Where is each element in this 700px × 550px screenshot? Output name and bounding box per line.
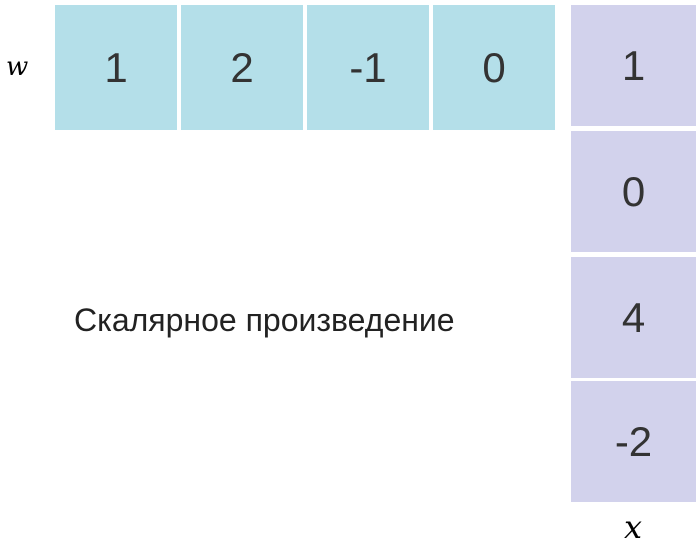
w-cell-4: 0	[433, 5, 555, 130]
x-vector-label: x	[624, 508, 643, 546]
w-cell-3: -1	[307, 5, 429, 130]
x-cell-4: -2	[571, 381, 696, 502]
x-cell-3: 4	[571, 257, 696, 378]
w-cell-1: 1	[55, 5, 177, 130]
w-vector-label: w	[6, 52, 29, 82]
x-cell-1: 1	[571, 5, 696, 126]
w-cell-2: 2	[181, 5, 303, 130]
x-cell-2: 0	[571, 131, 696, 252]
dot-product-caption: Скалярное произведение	[74, 302, 455, 338]
